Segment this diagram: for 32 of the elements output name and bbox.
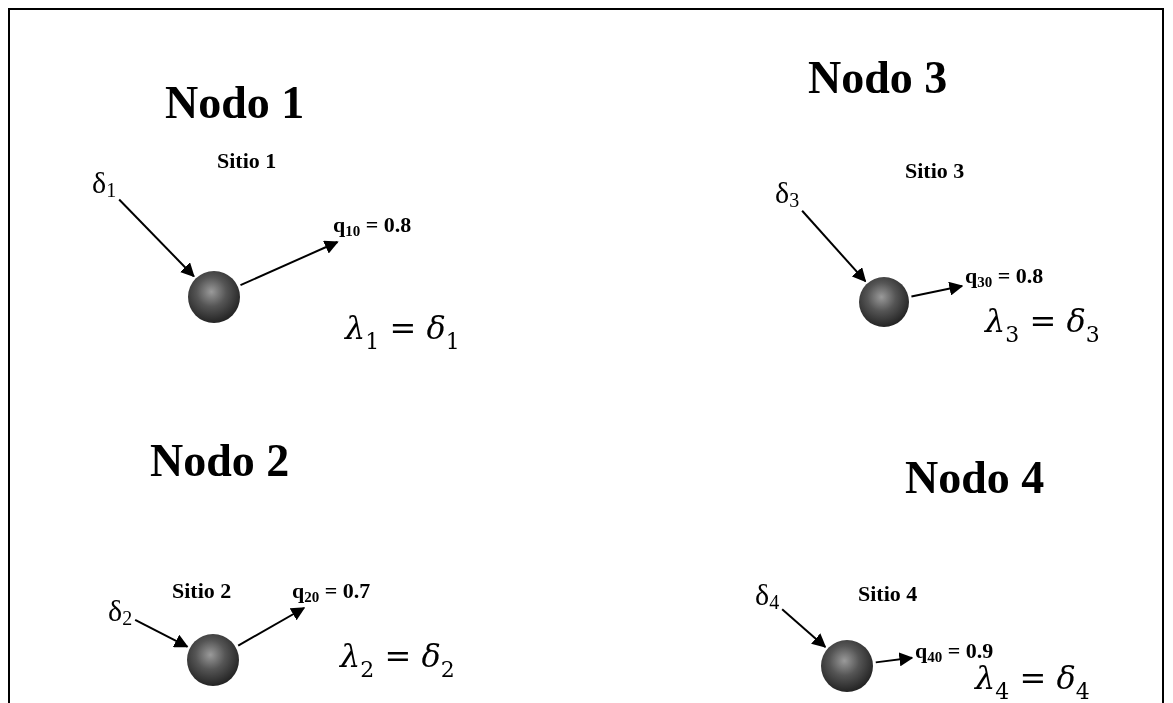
- arrow: [118, 198, 195, 278]
- node-title: Nodo 4: [905, 455, 1045, 501]
- site-label: Sitio 1: [217, 150, 277, 172]
- arrow: [874, 652, 914, 667]
- site-label: Sitio 2: [172, 580, 232, 602]
- node-title: Nodo 1: [165, 80, 305, 126]
- equation: λ$_{1}$ = δ$_{1}$: [345, 312, 460, 353]
- equation: λ$_{3}$ = δ$_{3}$: [985, 305, 1100, 346]
- sphere: [859, 277, 909, 327]
- equation: λ$_{4}$ = δ$_{4}$: [975, 662, 1090, 703]
- equation: λ$_{2}$ = δ$_{2}$: [340, 640, 455, 681]
- sphere: [821, 640, 873, 692]
- probability-label: q$_{20}$ = 0.7: [292, 580, 371, 605]
- node-title: Nodo 2: [150, 438, 290, 484]
- input-symbol: δ$_{4}$: [755, 580, 780, 612]
- site-label: Sitio 3: [905, 160, 965, 182]
- probability-label: q$_{10}$ = 0.8: [333, 214, 412, 239]
- arrow: [237, 607, 306, 647]
- arrow: [134, 618, 189, 648]
- node-title: Nodo 3: [808, 55, 948, 101]
- arrow: [781, 608, 827, 648]
- probability-label: q$_{40}$ = 0.9: [915, 640, 994, 665]
- input-symbol: δ$_{1}$: [92, 168, 117, 200]
- arrow: [910, 281, 964, 298]
- probability-label: q$_{30}$ = 0.8: [965, 265, 1044, 290]
- arrow: [239, 240, 339, 287]
- arrow: [801, 209, 867, 283]
- input-symbol: δ$_{3}$: [775, 178, 800, 210]
- input-symbol: δ$_{2}$: [108, 596, 133, 628]
- site-label: Sitio 4: [858, 583, 918, 605]
- sphere: [187, 634, 239, 686]
- sphere: [188, 271, 240, 323]
